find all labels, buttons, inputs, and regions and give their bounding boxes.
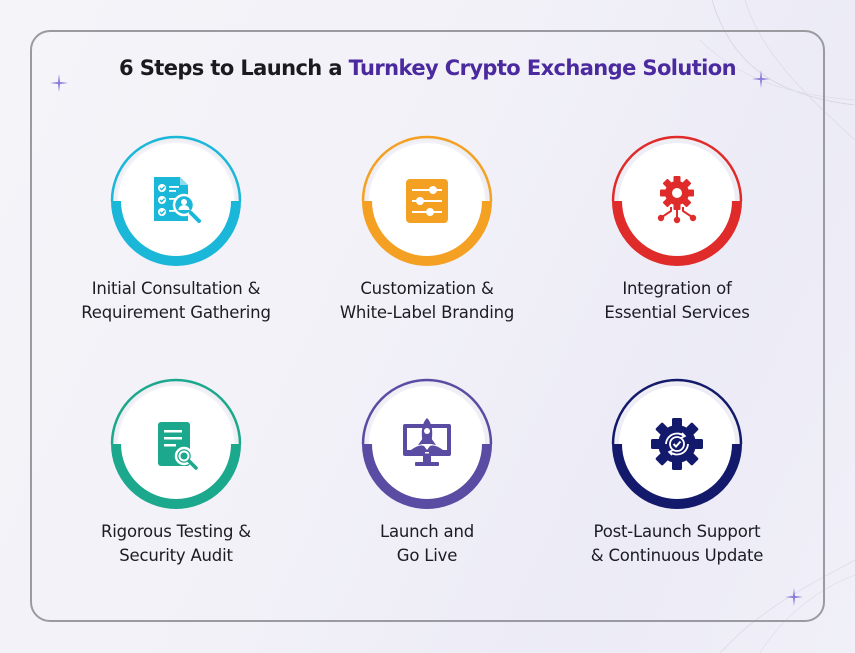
label-line-2: Go Live: [396, 546, 458, 565]
gear-check-cycle-icon: [647, 414, 707, 474]
label-line-2: Requirement Gathering: [81, 303, 271, 322]
label-line-1: Post-Launch Support: [593, 522, 761, 541]
step-ring: [611, 135, 743, 267]
title-highlight: Turnkey Crypto Exchange Solution: [348, 56, 737, 80]
step-label: Rigorous Testing & Security Audit: [51, 520, 301, 568]
sparkle-icon: [50, 74, 68, 92]
label-line-1: Initial Consultation &: [91, 279, 261, 298]
label-line-2: & Continuous Update: [590, 546, 764, 565]
document-search-icon: [146, 414, 206, 474]
sparkle-icon: [785, 588, 803, 606]
step-ring: [361, 378, 493, 510]
label-line-1: Customization &: [360, 279, 494, 298]
step-label: Post-Launch Support & Continuous Update: [552, 520, 802, 568]
checklist-search-icon: [146, 171, 206, 231]
monitor-rocket-icon: [397, 414, 457, 474]
label-line-1: Integration of: [622, 279, 732, 298]
infographic-card: [30, 30, 825, 622]
label-line-1: Launch and: [379, 522, 475, 541]
page-title: 6 Steps to Launch a Turnkey Crypto Excha…: [0, 56, 855, 80]
step-label: Integration of Essential Services: [552, 277, 802, 325]
label-line-1: Rigorous Testing &: [101, 522, 251, 541]
step-ring: [611, 378, 743, 510]
step-label: Customization & White-Label Branding: [302, 277, 552, 325]
label-line-2: Essential Services: [604, 303, 750, 322]
label-line-2: Security Audit: [119, 546, 233, 565]
step-ring: [110, 378, 242, 510]
gear-network-icon: [647, 171, 707, 231]
label-line-2: White-Label Branding: [339, 303, 515, 322]
step-ring: [361, 135, 493, 267]
sparkle-icon: [752, 70, 770, 88]
title-prefix: 6 Steps to Launch a: [119, 56, 349, 80]
step-label: Launch and Go Live: [302, 520, 552, 568]
step-label: Initial Consultation & Requirement Gathe…: [51, 277, 301, 325]
step-ring: [110, 135, 242, 267]
sliders-settings-icon: [397, 171, 457, 231]
